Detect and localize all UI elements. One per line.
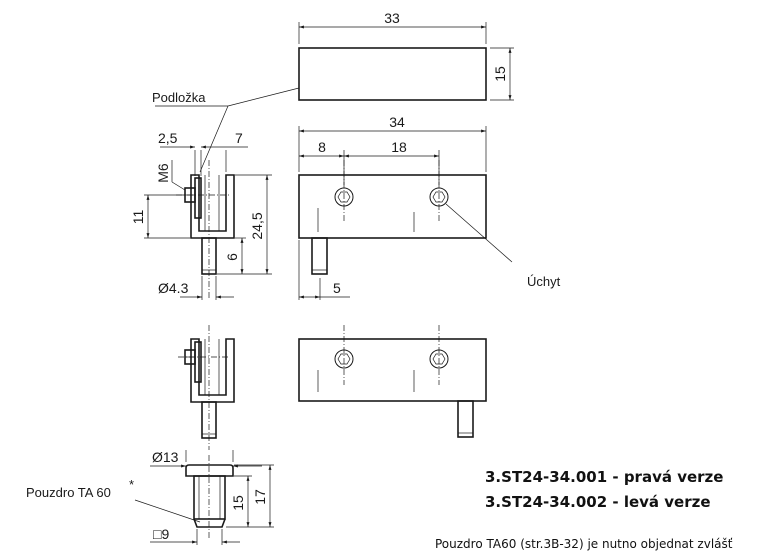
- grip-label: Úchyt: [527, 274, 561, 289]
- bushing-asterisk: *: [129, 477, 134, 492]
- dim-5: 5: [333, 280, 341, 296]
- bushing-label: Pouzdro TA 60: [26, 485, 111, 500]
- washer-label: Podložka: [152, 90, 206, 105]
- front-view-lower: [298, 325, 487, 438]
- bushing-view: Ø13 □9 15 17 Pouzdro TA 60 *: [26, 449, 274, 545]
- side-view-upper: 2,5 7 M6 11 24,5 6 Ø4.3: [130, 130, 272, 300]
- top-view: 33 15: [298, 10, 514, 101]
- dim-2-5: 2,5: [158, 130, 178, 146]
- dim-8: 8: [318, 139, 326, 155]
- code-left-version: 3.ST24-34.002 - levá verze: [485, 493, 711, 511]
- dim-square-9: □9: [153, 526, 169, 542]
- side-view-lower: [178, 325, 235, 450]
- footnote: Pouzdro TA60 (str.3B-32) je nutno objedn…: [435, 537, 733, 551]
- code-right-version: 3.ST24-34.001 - pravá verze: [485, 468, 723, 486]
- dim-15-bush: 15: [230, 495, 246, 511]
- dim-m6: M6: [155, 163, 171, 183]
- dim-7: 7: [235, 130, 243, 146]
- dim-33: 33: [384, 10, 400, 26]
- dim-6: 6: [224, 253, 240, 261]
- dim-11: 11: [130, 210, 146, 225]
- dim-34: 34: [389, 114, 405, 130]
- dim-24-5: 24,5: [249, 212, 265, 239]
- top-view-body: [298, 47, 487, 101]
- dim-15-top: 15: [492, 66, 508, 82]
- dim-17-bush: 17: [252, 489, 268, 505]
- dim-dia-13: Ø13: [152, 449, 179, 465]
- washer-callout: Podložka: [152, 87, 300, 173]
- front-view-upper: 34 8 18 5 Úchyt: [298, 114, 561, 300]
- dim-dia-4-3: Ø4.3: [158, 280, 189, 296]
- dim-18: 18: [391, 139, 407, 155]
